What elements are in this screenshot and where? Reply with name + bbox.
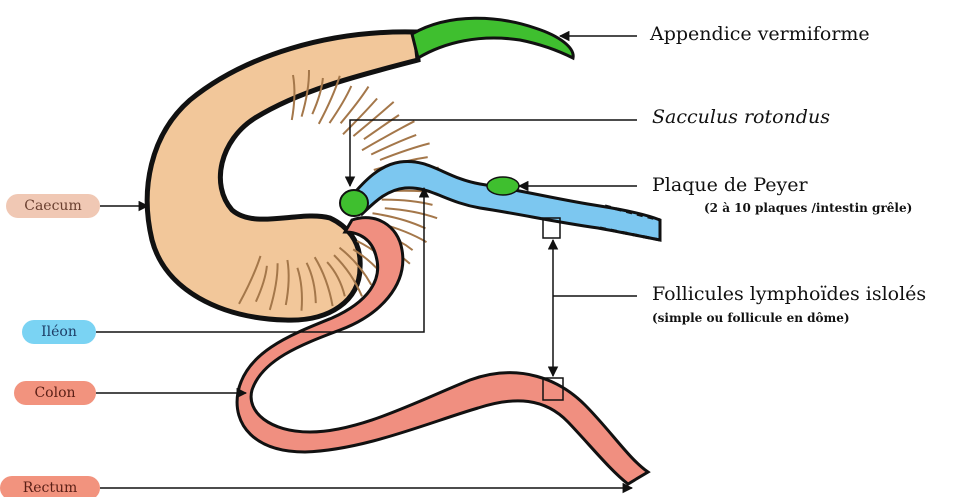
- label-appendice: Appendice vermiforme: [650, 25, 870, 44]
- label-follicules: Follicules lymphoïdes islolés: [652, 285, 926, 304]
- pill-ileon: Iléon: [22, 320, 96, 344]
- appendix-shape: [412, 18, 573, 58]
- label-plaque-note: (2 à 10 plaques /intestin grêle): [704, 202, 912, 214]
- peyer-patch-shape: [487, 177, 519, 195]
- pill-caecum: Caecum: [6, 194, 100, 218]
- caecum-fold: [364, 115, 399, 139]
- caecum-fold: [371, 135, 416, 155]
- label-follicules-note: (simple ou follicule en dôme): [652, 312, 850, 324]
- caecum-fold: [341, 87, 369, 124]
- caecum-fold: [343, 99, 377, 135]
- label-sacculus: Sacculus rotondus: [652, 108, 830, 127]
- caecum-fold: [382, 200, 433, 205]
- label-plaque: Plaque de Peyer: [652, 176, 808, 195]
- caecum-fold: [330, 86, 352, 123]
- pill-rectum: Rectum: [0, 476, 100, 497]
- pill-colon: Colon: [14, 381, 96, 405]
- sacculus-rotondus-shape: [340, 190, 368, 216]
